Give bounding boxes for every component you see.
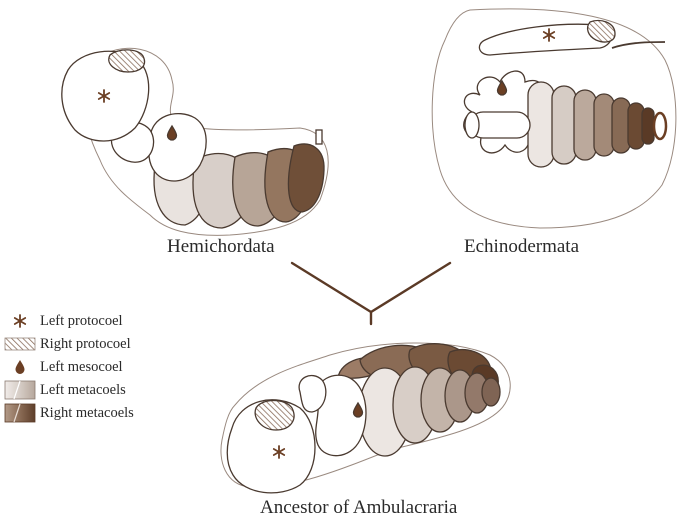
- legend-label: Left metacoels: [40, 381, 126, 398]
- legend-item-left-protocoel: Left protocoel: [4, 311, 123, 331]
- droplet-icon: [4, 357, 36, 377]
- phylogeny-lines: [290, 261, 452, 326]
- hemichordata-illustration: [61, 47, 329, 236]
- legend-label: Left mesocoel: [40, 358, 123, 375]
- light-gradient-swatch-icon: [4, 380, 36, 400]
- legend-item-left-mesocoel: Left mesocoel: [4, 357, 123, 377]
- hatched-swatch-icon: [4, 334, 36, 354]
- ancestor-label: Ancestor of Ambulacraria: [260, 497, 458, 518]
- ancestor-illustration: [220, 342, 511, 494]
- legend-label: Right metacoels: [40, 404, 134, 421]
- asterisk-icon: [4, 311, 36, 331]
- legend-label: Right protocoel: [40, 335, 131, 352]
- echinodermata-illustration: [431, 8, 677, 229]
- echinodermata-label: Echinodermata: [464, 236, 580, 257]
- legend-item-left-metacoels: Left metacoels: [4, 380, 126, 400]
- dark-gradient-swatch-icon: [4, 403, 36, 423]
- legend-label: Left protocoel: [40, 312, 123, 329]
- legend-item-right-metacoels: Right metacoels: [4, 403, 134, 423]
- legend-item-right-protocoel: Right protocoel: [4, 334, 131, 354]
- hemichordata-label: Hemichordata: [167, 236, 275, 257]
